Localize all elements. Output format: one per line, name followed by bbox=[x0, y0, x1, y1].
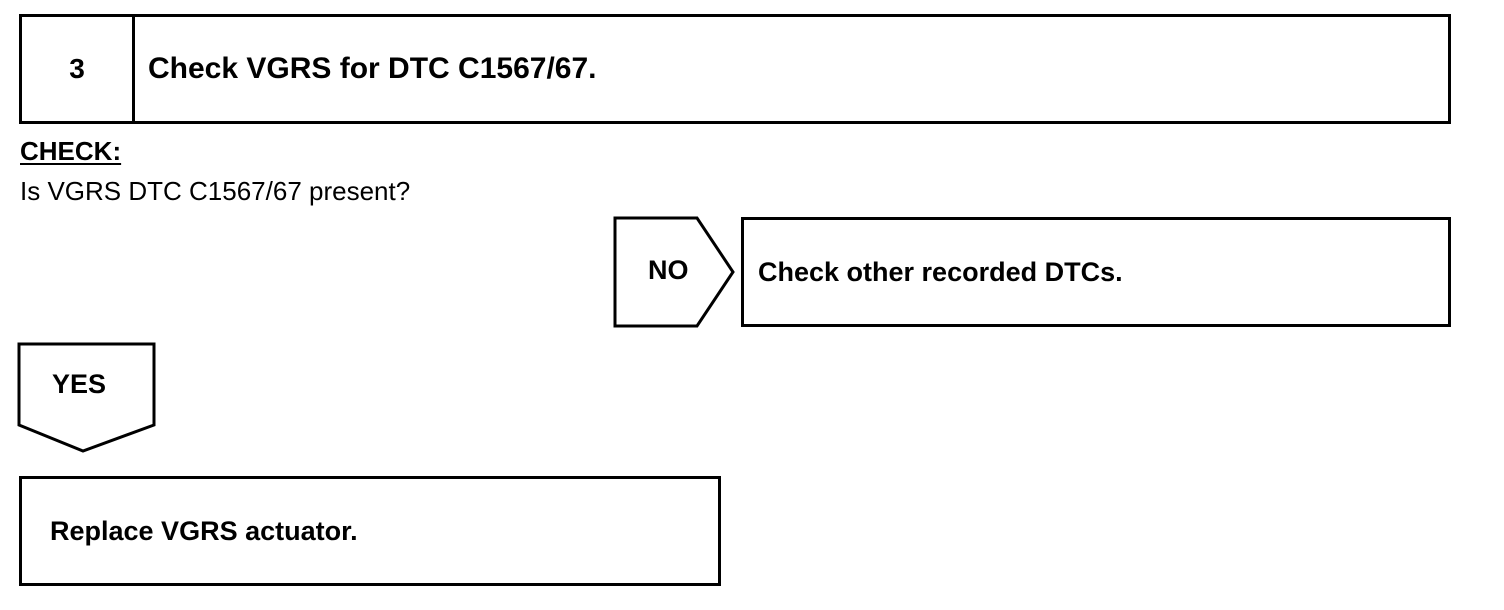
no-branch-label: NO bbox=[648, 255, 689, 285]
no-result-box: Check other recorded DTCs. bbox=[741, 217, 1451, 327]
yes-result-text: Replace VGRS actuator. bbox=[50, 515, 358, 546]
yes-arrow-shape bbox=[17, 342, 156, 453]
step-title: Check VGRS for DTC C1567/67. bbox=[148, 52, 597, 85]
no-arrow-shape bbox=[613, 216, 735, 328]
check-label: CHECK: bbox=[20, 136, 122, 166]
check-question: Is VGRS DTC C1567/67 present? bbox=[20, 176, 411, 206]
step-number: 3 bbox=[22, 17, 135, 121]
step-header-box: 3 Check VGRS for DTC C1567/67. bbox=[19, 14, 1451, 124]
yes-result-box: Replace VGRS actuator. bbox=[19, 476, 721, 586]
yes-branch-label: YES bbox=[52, 369, 107, 399]
no-result-text: Check other recorded DTCs. bbox=[758, 256, 1123, 287]
